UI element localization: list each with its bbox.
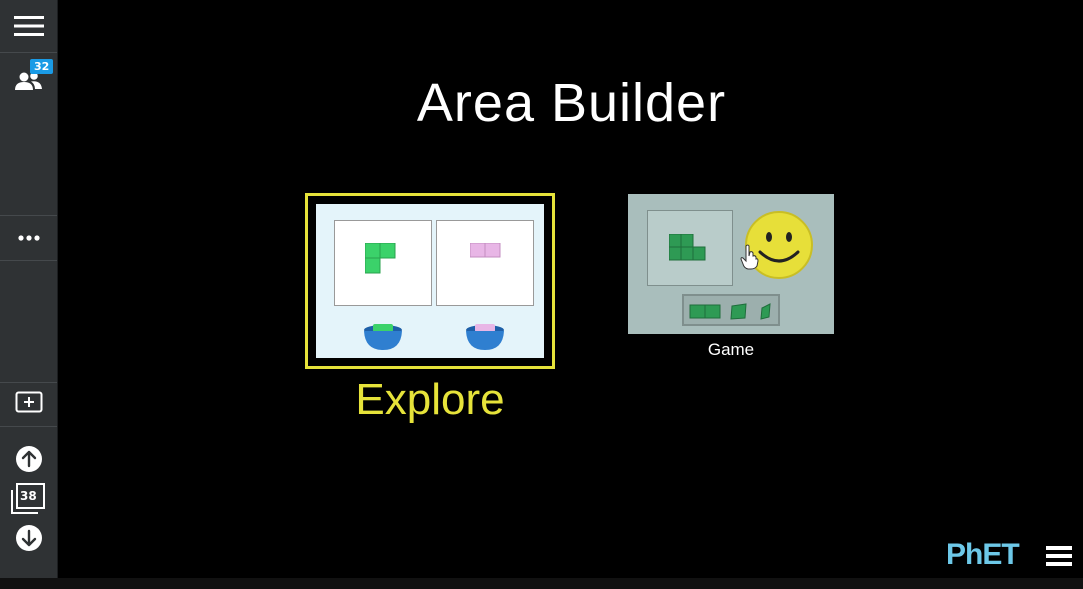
explore-screen-button[interactable] [305,193,555,369]
sidebar-section-add [0,382,57,427]
bottom-strip [0,578,1083,589]
game-board [647,210,733,286]
green-bucket-icon [364,324,402,350]
game-shape-tray [682,294,780,326]
arrow-down-icon [15,525,42,551]
pink-shape-icon [470,243,501,258]
slide-count: 38 [20,489,37,503]
hamburger-menu-icon [13,16,44,36]
green-shape-icon [365,243,396,274]
game-screen-label[interactable]: Game [707,340,755,359]
sim-title: Area Builder [416,73,727,133]
previous-slide-button[interactable] [0,445,57,473]
game-screen-button[interactable] [628,194,834,334]
tray-shape-icon [689,303,771,320]
slides-icon [11,483,45,514]
more-icon [17,235,40,241]
add-slide-icon [15,391,42,413]
more-options-button[interactable] [0,225,57,251]
sidebar-section-participants [0,52,57,216]
hand-cursor-icon [740,244,759,270]
phet-logo-text: PhET [946,538,1020,571]
explore-thumbnail [316,204,544,358]
explore-board-right [436,220,534,306]
add-slide-button[interactable] [0,389,57,415]
phet-logo[interactable]: PhET [946,538,1020,572]
participants-icon [14,72,42,90]
explore-board-left [334,220,432,306]
sidebar-section-more [0,215,57,261]
arrow-up-icon [15,446,42,472]
participants-count-badge: 32 [30,59,54,74]
game-shape-icon [669,234,706,261]
hamburger-menu-button[interactable] [0,10,57,42]
presenter-sidebar: 32 38 [0,0,58,578]
phet-menu-button[interactable] [1044,543,1074,569]
pink-bucket-icon [466,324,504,350]
phet-menu-icon [1046,546,1072,566]
smiley-face-icon [745,211,813,279]
next-slide-button[interactable] [0,524,57,552]
sidebar-section-menu [0,0,57,53]
explore-screen-label[interactable]: Explore [355,375,505,424]
participants-button[interactable] [0,66,57,96]
slides-list-button[interactable]: 38 [0,482,57,516]
